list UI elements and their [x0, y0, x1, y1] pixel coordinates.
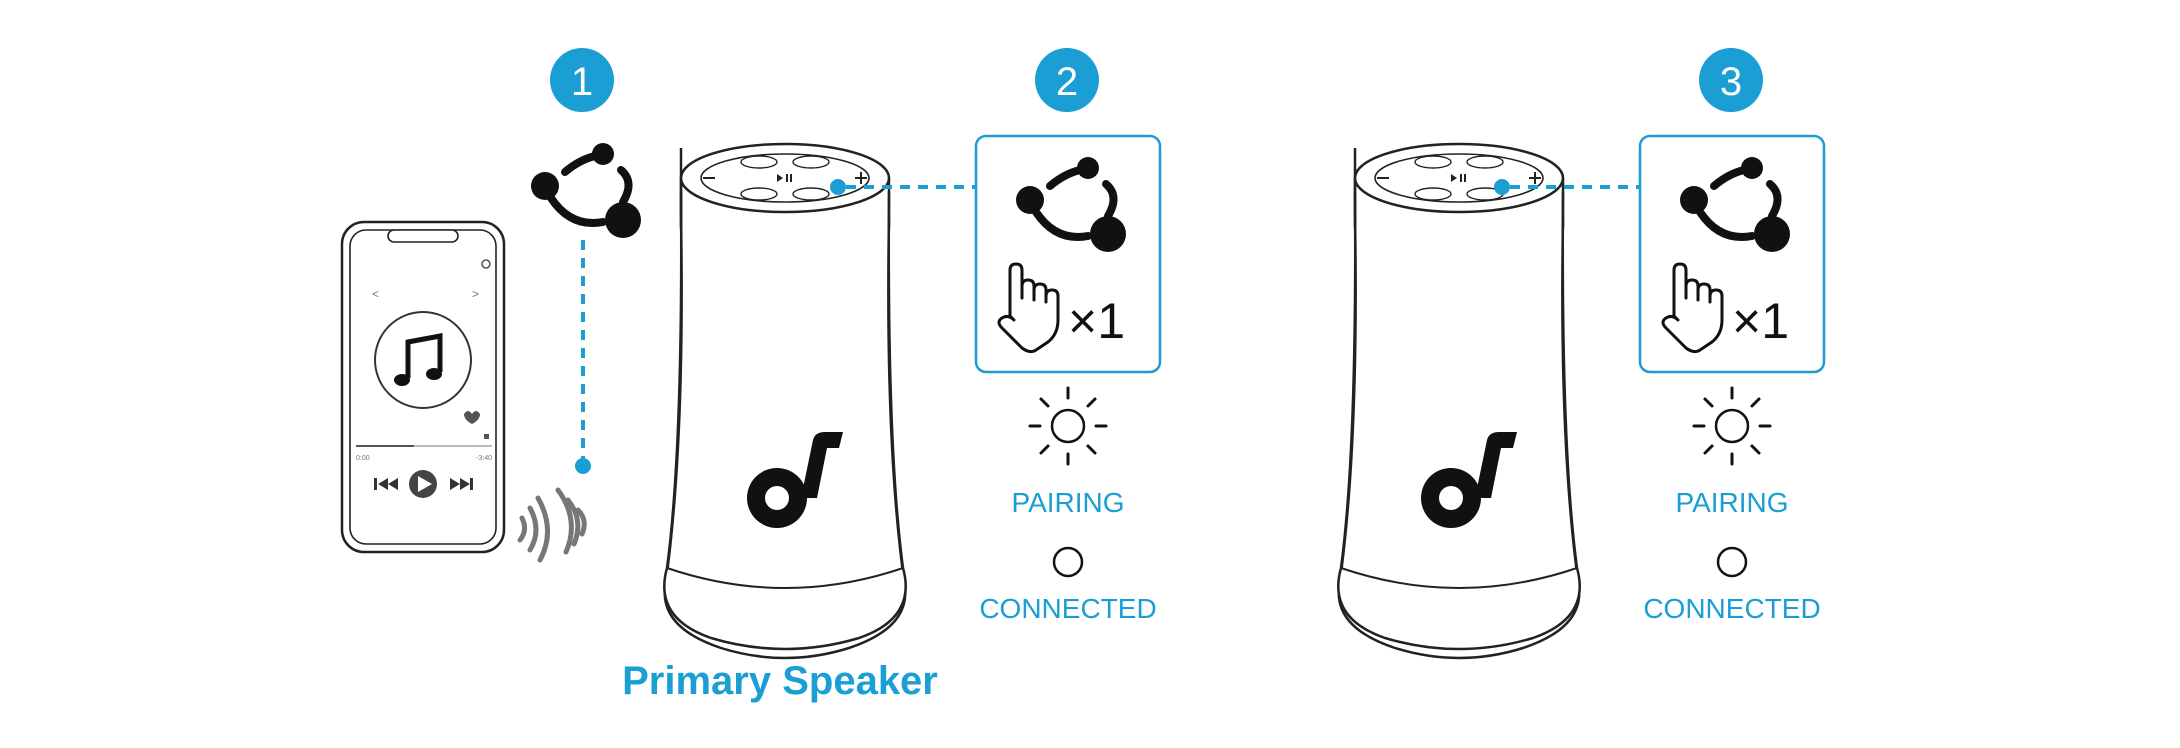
phone: < > 0:00 -3:40 — [340, 220, 506, 554]
led-light-icon — [1028, 386, 1108, 466]
primary-speaker — [663, 142, 907, 660]
heart-icon[interactable] — [464, 411, 480, 424]
step-2-number: 2 — [1056, 60, 1078, 104]
phone-nav-next[interactable]: > — [472, 287, 479, 301]
step-2-pairing-label: PAIRING — [1011, 487, 1124, 518]
step-3-connected-label: CONNECTED — [1643, 593, 1820, 624]
elapsed-time: 0:00 — [356, 455, 370, 462]
phone-nav-prev[interactable]: < — [372, 287, 379, 301]
pairing-endpoint-dot-1 — [575, 458, 591, 474]
step-2-connected-label: CONNECTED — [979, 593, 1156, 624]
link-icon — [531, 143, 641, 238]
album-art — [374, 311, 472, 409]
step-3-number: 3 — [1720, 60, 1742, 104]
play-button[interactable] — [409, 470, 437, 498]
wireless-waves-icon — [555, 487, 587, 555]
step-3-badge: 3 — [1699, 48, 1763, 112]
speaker-1-button-marker — [830, 179, 846, 195]
settings-icon[interactable] — [481, 259, 491, 269]
step-1-number: 1 — [571, 60, 593, 104]
step-1-badge: 1 — [550, 48, 614, 112]
led-light-icon — [1692, 386, 1772, 466]
step-3-pairing-label: PAIRING — [1675, 487, 1788, 518]
step-2-badge: 2 — [1035, 48, 1099, 112]
speaker-2-button-marker — [1494, 179, 1510, 195]
music-note-icon — [394, 332, 443, 386]
menu-icon[interactable] — [484, 434, 489, 439]
secondary-speaker — [1337, 142, 1581, 660]
led-off-icon — [1052, 546, 1084, 578]
step-3-press-count: ×1 — [1732, 293, 1789, 349]
step-2-press-count: ×1 — [1068, 293, 1125, 349]
led-off-icon — [1716, 546, 1748, 578]
phone-wireless-icon — [517, 495, 551, 563]
next-track-icon[interactable] — [450, 478, 473, 490]
previous-track-icon[interactable] — [374, 478, 398, 490]
remaining-time: -3:40 — [476, 455, 492, 462]
primary-speaker-caption: Primary Speaker — [622, 659, 938, 703]
